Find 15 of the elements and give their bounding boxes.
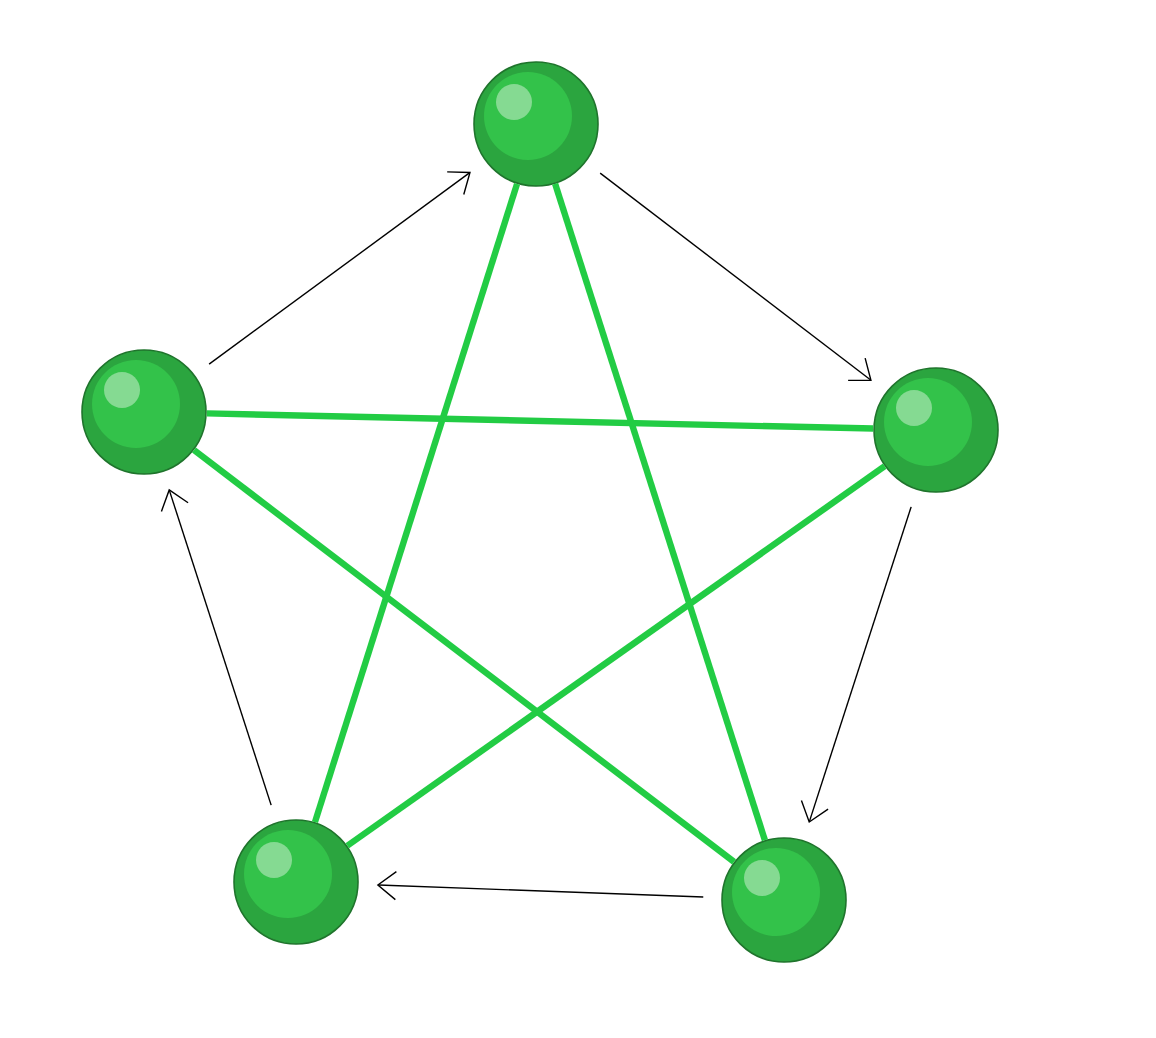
sphere	[473, 61, 599, 187]
arrow	[208, 171, 471, 365]
arrow	[800, 506, 912, 824]
star-line	[192, 447, 736, 865]
star-line	[552, 182, 768, 842]
arrow	[160, 488, 272, 806]
sphere	[81, 349, 207, 475]
star-line	[345, 463, 887, 849]
star-line	[311, 182, 521, 824]
sphere	[721, 837, 847, 963]
sphere	[873, 367, 999, 493]
arrow	[599, 172, 872, 382]
sphere	[233, 819, 359, 945]
star-line	[206, 410, 874, 432]
arrow	[376, 870, 704, 901]
